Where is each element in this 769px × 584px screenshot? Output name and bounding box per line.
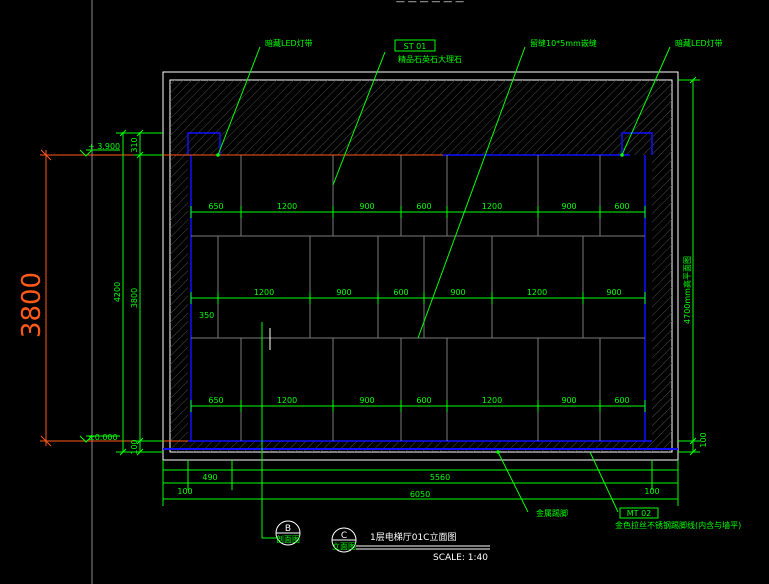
- callout-leaders: [217, 46, 671, 513]
- view-marker: [331, 527, 490, 553]
- level-markers: [79, 149, 120, 443]
- dim-left-total: 4200: [113, 282, 122, 302]
- panel-row-2-dims: 1200 900 600 900 1200 900: [254, 288, 622, 297]
- big-height-dimension: 3800: [17, 272, 47, 338]
- row2-dim: 900: [336, 288, 351, 297]
- metal-tag-box: [619, 507, 659, 519]
- leader-dot: [216, 153, 220, 157]
- view-marker-letter: C: [341, 531, 347, 541]
- row2-left-offset: 350: [199, 311, 214, 320]
- leader-dot: [496, 450, 500, 454]
- dim-bottom-total: 6050: [410, 490, 430, 499]
- stone-panel-grid: [191, 155, 645, 441]
- drawing-title: 1层电梯厅01C立面图: [370, 531, 456, 543]
- left-dimension-lines: [116, 129, 163, 456]
- stone-tag-box: [394, 39, 436, 52]
- row1-dim: 650: [208, 202, 223, 211]
- callout-led-right: 暗藏LED灯带: [675, 38, 723, 48]
- header-partial-title: — — — — — —: [396, 0, 464, 7]
- orange-dimension: [40, 149, 443, 447]
- section-marker: [261, 440, 301, 546]
- dim-right-bottom: 100: [699, 432, 708, 447]
- left-wall-hatch: [170, 133, 188, 452]
- panel-dimension-lines: [190, 206, 646, 412]
- ceiling-hatch: [170, 80, 672, 133]
- outer-frame: [162, 71, 679, 461]
- row3-dim: 1200: [482, 396, 502, 405]
- leader-dot: [620, 153, 624, 157]
- dim-bottom-small-right: 100: [644, 487, 659, 496]
- row1-dim: 1200: [482, 202, 502, 211]
- row3-dim: 900: [561, 396, 576, 405]
- panel-row-3-dims: 650 1200 900 600 1200 900 600: [208, 396, 629, 405]
- led-pocket-right: [621, 132, 653, 155]
- dim-bottom-small-left: 100: [177, 487, 192, 496]
- dim-right-note: 4700mm高平面图: [682, 256, 692, 324]
- dim-bottom-main: 5560: [430, 473, 450, 482]
- row1-dim: 600: [416, 202, 431, 211]
- row2-dim: 1200: [254, 288, 274, 297]
- row3-dim: 600: [614, 396, 629, 405]
- callout-stone-desc: 精品石英石大理石: [398, 54, 462, 64]
- dim-left-top: 310: [130, 137, 139, 152]
- bulkhead-hatch: [188, 133, 652, 155]
- row3-dim: 600: [416, 396, 431, 405]
- row2-dim: 600: [393, 288, 408, 297]
- callout-bottom-note: 金属踢脚: [536, 508, 568, 518]
- level-bottom: ±0.000: [88, 433, 118, 442]
- row3-dim: 900: [359, 396, 374, 405]
- right-dimension-lines: [678, 76, 700, 456]
- row2-dim: 1200: [527, 288, 547, 297]
- row1-dim: 1200: [277, 202, 297, 211]
- row1-dim: 600: [614, 202, 629, 211]
- view-marker-sub: 立面图: [332, 541, 356, 551]
- callout-stone-tag: ST 01: [404, 42, 427, 51]
- callout-seam: 留缝10*5mm嵌缝: [530, 38, 597, 48]
- dim-bottom-first: 490: [202, 473, 217, 482]
- callout-led-left: 暗藏LED灯带: [265, 38, 313, 48]
- row3-dim: 1200: [277, 396, 297, 405]
- callout-metal-tag: MT 02: [627, 509, 652, 518]
- row1-dim: 900: [561, 202, 576, 211]
- row1-dim: 900: [359, 202, 374, 211]
- right-wall-hatch: [652, 133, 672, 452]
- section-marker-letter: B: [285, 524, 291, 534]
- row2-dim: 900: [450, 288, 465, 297]
- section-marker-sub: 剖面图: [276, 534, 300, 544]
- panel-row-1-dims: 650 1200 900 600 1200 900 600: [208, 202, 629, 211]
- bottom-dimension-lines: [162, 460, 679, 506]
- floor-hatch: [188, 441, 652, 452]
- led-pocket-left: [187, 132, 221, 155]
- dim-left-inner: 3800: [130, 288, 139, 308]
- row2-dim: 900: [606, 288, 621, 297]
- level-top: + 3.900: [88, 142, 120, 151]
- row3-dim: 650: [208, 396, 223, 405]
- drawing-scale: SCALE: 1:40: [433, 553, 488, 563]
- callout-metal-desc: 金色拉丝不锈钢踢脚线(内含与墙平): [615, 520, 741, 530]
- dim-left-bottom: 100: [130, 439, 139, 454]
